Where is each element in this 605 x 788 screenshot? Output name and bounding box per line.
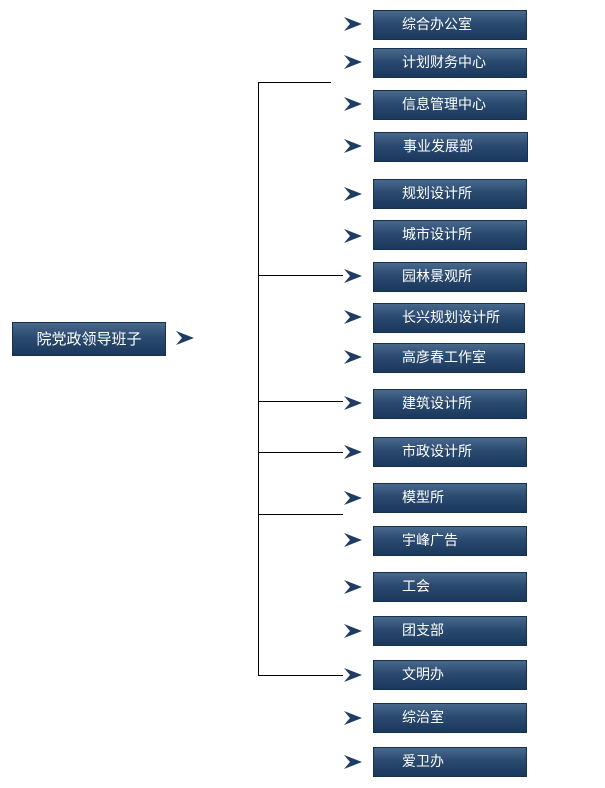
dept-node: 城市设计所 (373, 220, 527, 250)
arrowhead-right-icon (344, 533, 362, 547)
dept-node: 模型所 (373, 483, 527, 513)
arrowhead-right-icon (344, 668, 362, 682)
root-node-label: 院党政领导班子 (36, 329, 142, 348)
arrowhead-right-icon (344, 624, 362, 638)
root-node: 院党政领导班子 (12, 322, 166, 356)
connector-vertical (258, 82, 259, 676)
dept-node: 宇峰广告 (373, 526, 527, 556)
arrowhead-right-icon (344, 491, 362, 505)
dept-node-label: 园林景观所 (402, 269, 472, 285)
dept-node: 建筑设计所 (373, 389, 527, 419)
connector-branch (258, 275, 343, 276)
dept-node-label: 高彦春工作室 (402, 350, 486, 366)
dept-node: 综合办公室 (373, 10, 527, 40)
arrowhead-right-icon (344, 711, 362, 725)
dept-node-label: 文明办 (402, 667, 444, 683)
arrowhead-right-icon (344, 350, 362, 364)
arrowhead-right-icon (344, 310, 362, 324)
arrowhead-right-icon (344, 580, 362, 594)
arrowhead-right-icon (344, 396, 362, 410)
arrowhead-right-icon (344, 187, 362, 201)
dept-node-label: 综合办公室 (402, 17, 472, 33)
dept-node-label: 建筑设计所 (402, 396, 472, 412)
dept-node-label: 模型所 (402, 490, 444, 506)
arrowhead-right-icon (344, 269, 362, 283)
dept-node: 园林景观所 (373, 262, 527, 292)
dept-node: 爱卫办 (373, 747, 527, 777)
dept-node: 工会 (373, 572, 527, 602)
dept-node-label: 市政设计所 (402, 444, 472, 460)
dept-node: 事业发展部 (374, 132, 528, 162)
arrowhead-right-icon (176, 331, 194, 345)
dept-node: 规划设计所 (373, 179, 527, 209)
dept-node: 综治室 (373, 703, 527, 733)
dept-node-label: 规划设计所 (402, 186, 472, 202)
dept-node: 文明办 (373, 660, 527, 690)
dept-node: 高彦春工作室 (373, 343, 525, 373)
dept-node-label: 信息管理中心 (402, 97, 486, 113)
arrowhead-right-icon (344, 139, 362, 153)
arrowhead-right-icon (344, 97, 362, 111)
dept-node-label: 工会 (402, 579, 430, 595)
arrowhead-right-icon (344, 55, 362, 69)
dept-node: 市政设计所 (373, 437, 527, 467)
arrowhead-right-icon (344, 17, 362, 31)
dept-node-label: 爱卫办 (402, 754, 444, 770)
dept-node: 团支部 (373, 616, 527, 646)
connector-branch (258, 82, 331, 83)
connector-branch (258, 452, 343, 453)
dept-node-label: 长兴规划设计所 (402, 310, 500, 326)
dept-node: 长兴规划设计所 (373, 303, 525, 333)
dept-node-label: 宇峰广告 (402, 533, 458, 549)
arrowhead-right-icon (344, 755, 362, 769)
dept-node-label: 事业发展部 (403, 139, 473, 155)
dept-node-label: 综治室 (402, 710, 444, 726)
connector-branch (258, 514, 343, 515)
connector-branch (258, 675, 343, 676)
arrowhead-right-icon (344, 229, 362, 243)
arrowhead-right-icon (344, 445, 362, 459)
dept-node-label: 城市设计所 (402, 227, 472, 243)
connector-branch (258, 401, 343, 402)
dept-node-label: 团支部 (402, 623, 444, 639)
dept-node-label: 计划财务中心 (402, 55, 486, 71)
dept-node: 信息管理中心 (373, 90, 527, 120)
dept-node: 计划财务中心 (373, 48, 527, 78)
